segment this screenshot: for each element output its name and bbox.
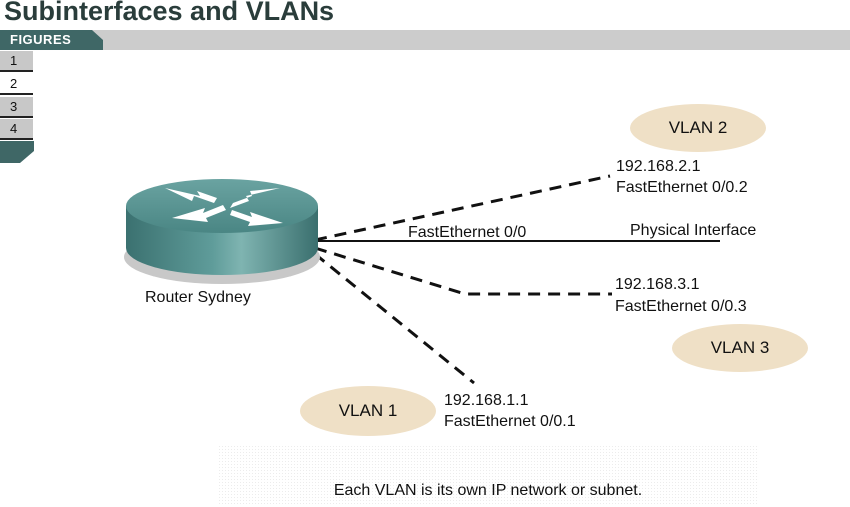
figure-nav-label: 2 [10,76,18,91]
figure-nav-item-1[interactable]: 1 [0,51,33,72]
link-vlan2 [314,174,611,242]
vlan-2-bubble: VLAN 2 [630,104,766,152]
router-name: Router Sydney [145,289,251,306]
physical-interface-label: Physical Interface [630,222,757,239]
figure-nav-item-2[interactable]: 2 [0,74,33,95]
vlan-2-label: VLAN 2 [668,118,728,137]
vlan-2-ip: 192.168.2.1 [616,158,701,175]
link-vlan3 [314,246,612,296]
figures-tab [0,30,103,50]
vlan-3-label: VLAN 3 [710,338,770,357]
figures-tab-label: FIGURES [10,32,72,47]
vlan-3-interface: FastEthernet 0/0.3 [615,298,747,315]
figure-nav-item-3[interactable]: 3 [0,97,33,118]
caption-panel: Each VLAN is its own IP network or subne… [218,445,758,505]
vlan-1-bubble: VLAN 1 [300,386,436,436]
figure-nav-item-4[interactable]: 4 [0,119,33,140]
vlan-1-interface: FastEthernet 0/0.1 [444,413,576,430]
figure-nav-label: 3 [10,99,18,114]
router-icon[interactable] [124,179,320,284]
vlan-2-interface: FastEthernet 0/0.2 [616,179,748,196]
caption-text: Each VLAN is its own IP network or subne… [333,482,643,499]
vlan-3-bubble: VLAN 3 [672,324,808,372]
physical-interface-name: FastEthernet 0/0 [408,224,527,241]
page-title: Subinterfaces and VLANs [4,0,335,26]
router-arrows-icon [165,188,283,226]
link-vlan1 [314,252,475,385]
figure-nav-footer [0,141,34,163]
vlan-1-label: VLAN 1 [338,401,398,420]
vlan-1-ip: 192.168.1.1 [444,392,529,409]
figures-header-bar [0,30,850,50]
vlan-3-ip: 192.168.3.1 [615,276,700,293]
figure-nav-label: 4 [10,121,18,136]
figure-nav-label: 1 [10,53,18,68]
